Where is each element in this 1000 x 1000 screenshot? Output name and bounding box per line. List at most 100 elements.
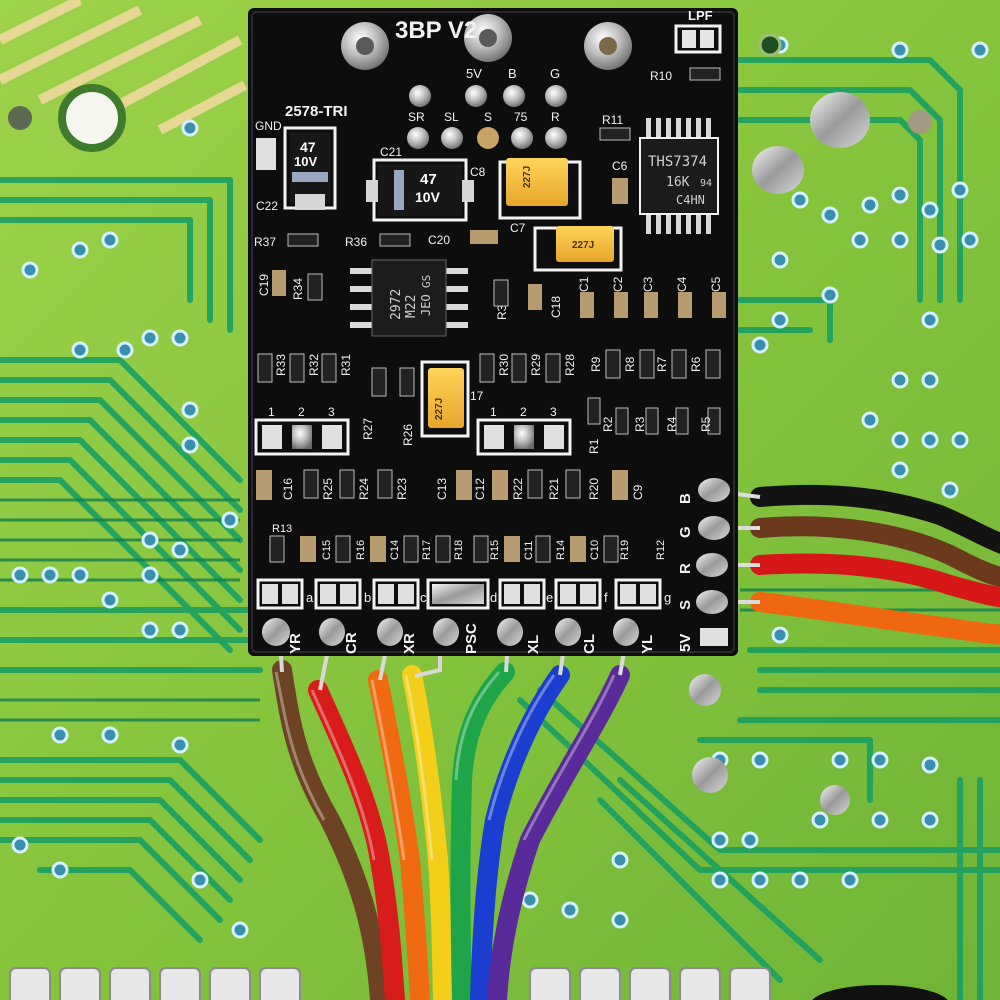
label-r6: R6 <box>689 356 703 372</box>
resistor-r34 <box>307 273 323 301</box>
label-c22: C22 <box>256 199 278 213</box>
label-c4: C4 <box>675 276 689 292</box>
bottom-component-row <box>269 535 619 563</box>
resistor-r10 <box>689 67 721 81</box>
label-c16: C16 <box>281 478 295 500</box>
resistor-r36 <box>379 233 411 247</box>
wire-yellow <box>402 665 453 1000</box>
label-r8: R8 <box>623 356 637 372</box>
side-label-g: G <box>677 526 694 538</box>
label-c12: C12 <box>473 478 487 500</box>
mounting-hole-small <box>758 33 782 57</box>
wire-label-yr: YR <box>287 633 304 654</box>
daughterboard-edge <box>251 11 735 653</box>
label-r5: R5 <box>699 416 713 432</box>
side-label-b: B <box>677 493 694 504</box>
label-r27: R27 <box>361 418 375 440</box>
wire-label-yl: YL <box>639 635 656 654</box>
label-c8: C8 <box>470 165 486 179</box>
side-label-r: R <box>677 563 694 574</box>
tantalum-c8: 227J <box>498 158 582 220</box>
jumper-block-right <box>476 418 572 456</box>
wire-blue <box>470 665 570 1000</box>
tantalum-c17: 227J <box>420 360 470 438</box>
jumper-left-3: 3 <box>328 405 335 419</box>
pad-label-b: B <box>508 66 517 81</box>
label-r22: R22 <box>511 478 525 500</box>
svg-text:16K: 16K <box>666 175 690 190</box>
label-r36: R36 <box>345 235 367 249</box>
mounting-hole <box>58 84 126 152</box>
side-label-5v: 5V <box>677 634 694 652</box>
label-r29: R29 <box>529 354 543 376</box>
bottom-pad-pairs <box>256 578 662 610</box>
label-r15: R15 <box>489 540 501 560</box>
resistor-r35 <box>493 279 509 307</box>
wire-green <box>450 662 515 1000</box>
svg-text:10V: 10V <box>294 154 317 169</box>
wire-black-right <box>750 484 1000 554</box>
svg-text:M22: M22 <box>404 295 419 318</box>
label-c2: C2 <box>611 276 625 292</box>
right-solder-joints <box>696 478 730 646</box>
ic-ths7374: THS7374 16K 94 C4HN <box>639 118 719 234</box>
svg-text:C4HN: C4HN <box>676 193 705 207</box>
svg-text:227J: 227J <box>572 240 594 251</box>
pad-letter-f: f <box>604 590 608 605</box>
gnd-pad <box>256 138 276 170</box>
wire-orange-right <box>750 592 1000 645</box>
wire-brown <box>272 660 390 1000</box>
label-c1: C1 <box>577 276 591 292</box>
tantalum-c7: 227J <box>533 226 623 272</box>
label-r20: R20 <box>587 478 601 500</box>
pad-letter-a: a <box>306 590 314 605</box>
edge-connector-stripes <box>0 0 248 135</box>
capacitor-c21: 47 10V <box>366 158 474 222</box>
label-c7: C7 <box>510 221 526 235</box>
ic-opamp: 2972 M22 JEO GS <box>350 259 468 337</box>
label-c6: C6 <box>612 159 628 173</box>
label-c19: C19 <box>257 274 271 296</box>
pad-label-75: 75 <box>514 110 528 124</box>
pad-label-5v: 5V <box>466 66 482 81</box>
svg-text:JEO: JEO <box>419 294 433 316</box>
label-r9: R9 <box>589 356 603 372</box>
pad-label-s: S <box>484 110 492 124</box>
label-r4: R4 <box>665 416 679 432</box>
top-row-pads <box>409 85 567 107</box>
label-c11: C11 <box>523 541 535 560</box>
capacitor-c22: 47 10V <box>283 126 337 210</box>
label-c13: C13 <box>435 478 449 500</box>
label-r19: R19 <box>619 540 631 560</box>
svg-text:47: 47 <box>300 139 316 155</box>
label-c17: 17 <box>470 389 484 403</box>
label-c15: C15 <box>321 540 333 560</box>
label-r11: R11 <box>602 113 623 127</box>
jumper-right-2: 2 <box>520 405 527 419</box>
svg-text:47: 47 <box>420 171 437 188</box>
label-r10: R10 <box>650 69 672 83</box>
resistor-r37 <box>287 233 319 247</box>
label-c5: C5 <box>709 276 723 292</box>
pad-label-r: R <box>551 110 560 124</box>
label-c9: C9 <box>631 484 645 500</box>
wire-red-right <box>750 553 1000 608</box>
label-c14: C14 <box>389 540 401 560</box>
wire-label-xr: XR <box>401 633 418 654</box>
label-r31: R31 <box>339 354 353 376</box>
svg-text:227J: 227J <box>522 166 533 188</box>
label-r24: R24 <box>357 478 371 500</box>
motherboard-vias <box>11 36 989 939</box>
label-r21: R21 <box>547 478 561 500</box>
resistor-r26 <box>399 367 415 397</box>
jumper-right-3: 3 <box>550 405 557 419</box>
label-r25: R25 <box>321 478 335 500</box>
label-c18: C18 <box>549 296 563 318</box>
label-c21: C21 <box>380 145 402 159</box>
label-r28: R28 <box>563 354 577 376</box>
capacitor-c6 <box>612 178 628 204</box>
gnd-label: GND <box>255 119 282 133</box>
label-r12: R12 <box>655 540 667 560</box>
top-large-pads <box>341 14 632 70</box>
